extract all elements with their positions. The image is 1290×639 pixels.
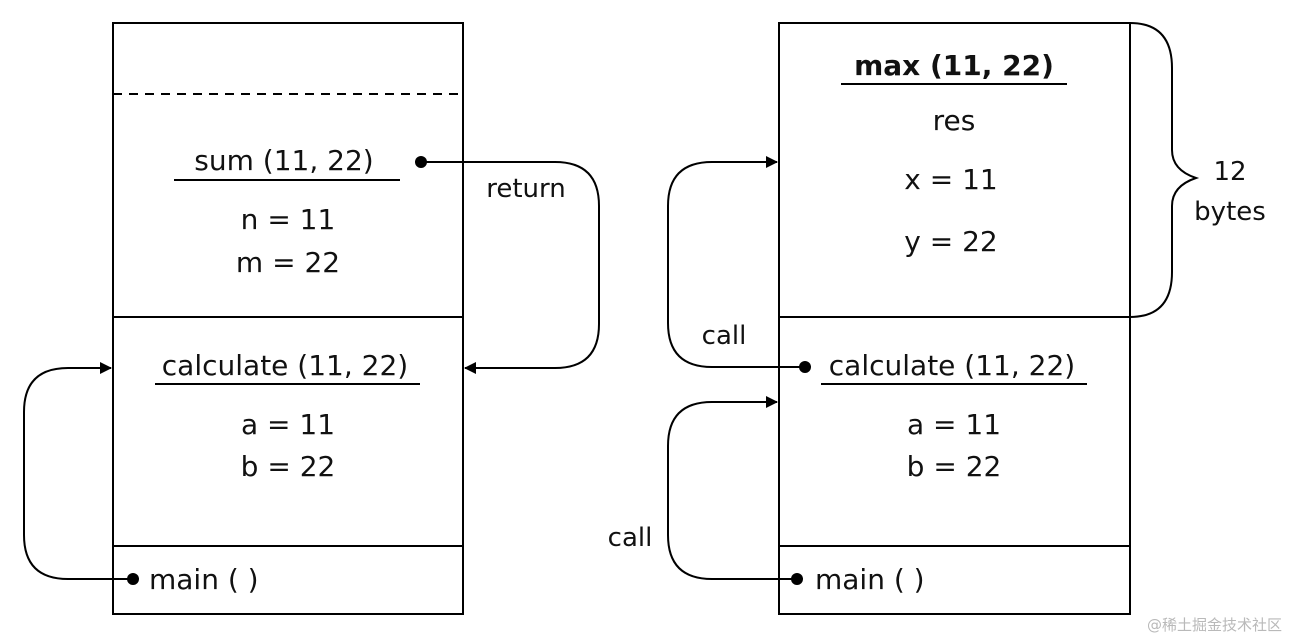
right-max-frame: max (11, 22) res x = 11 y = 22 <box>841 49 1067 258</box>
size-note-unit: bytes <box>1194 197 1266 227</box>
frame-size-brace <box>1129 22 1200 318</box>
left-calculate-frame: calculate (11, 22) a = 11 b = 22 <box>155 349 420 483</box>
lower-call-arrow <box>667 396 797 580</box>
calculate-var-b: b = 22 <box>241 450 336 483</box>
calculate-var-a: a = 11 <box>241 408 335 441</box>
left-stack-outline <box>112 22 464 615</box>
max-var-res: res <box>933 104 976 137</box>
return-arrow <box>421 161 600 374</box>
lower-call-label: call <box>608 523 653 553</box>
right-call-stack: max (11, 22) res x = 11 y = 22 calculate… <box>608 22 1266 615</box>
size-note-number: 12 <box>1213 157 1246 187</box>
left-call-stack: sum (11, 22) n = 11 m = 22 calculate (11… <box>23 22 600 615</box>
left-call-arrow <box>23 362 133 580</box>
max-var-x: x = 11 <box>904 163 997 196</box>
left-sum-frame: sum (11, 22) n = 11 m = 22 <box>174 144 400 279</box>
right-calculate-frame-header: calculate (11, 22) <box>829 349 1075 382</box>
right-calculate-frame: calculate (11, 22) a = 11 b = 22 <box>799 349 1087 483</box>
upper-call-label: call <box>702 321 747 351</box>
calculate-frame-header: calculate (11, 22) <box>162 349 408 382</box>
watermark-text: @稀土掘金技术社区 <box>1147 616 1282 634</box>
max-frame-header: max (11, 22) <box>854 49 1054 82</box>
max-var-y: y = 22 <box>904 225 997 258</box>
right-main-label: main ( ) <box>815 563 925 596</box>
sum-var-m: m = 22 <box>236 246 340 279</box>
return-label: return <box>486 174 566 204</box>
left-main-label: main ( ) <box>149 563 259 596</box>
right-calculate-var-a: a = 11 <box>907 408 1001 441</box>
right-calculate-var-b: b = 22 <box>907 450 1002 483</box>
right-stack-outline <box>778 22 1131 615</box>
sum-frame-header: sum (11, 22) <box>194 144 373 177</box>
upper-call-arrow <box>667 156 805 368</box>
sum-var-n: n = 11 <box>241 203 336 236</box>
